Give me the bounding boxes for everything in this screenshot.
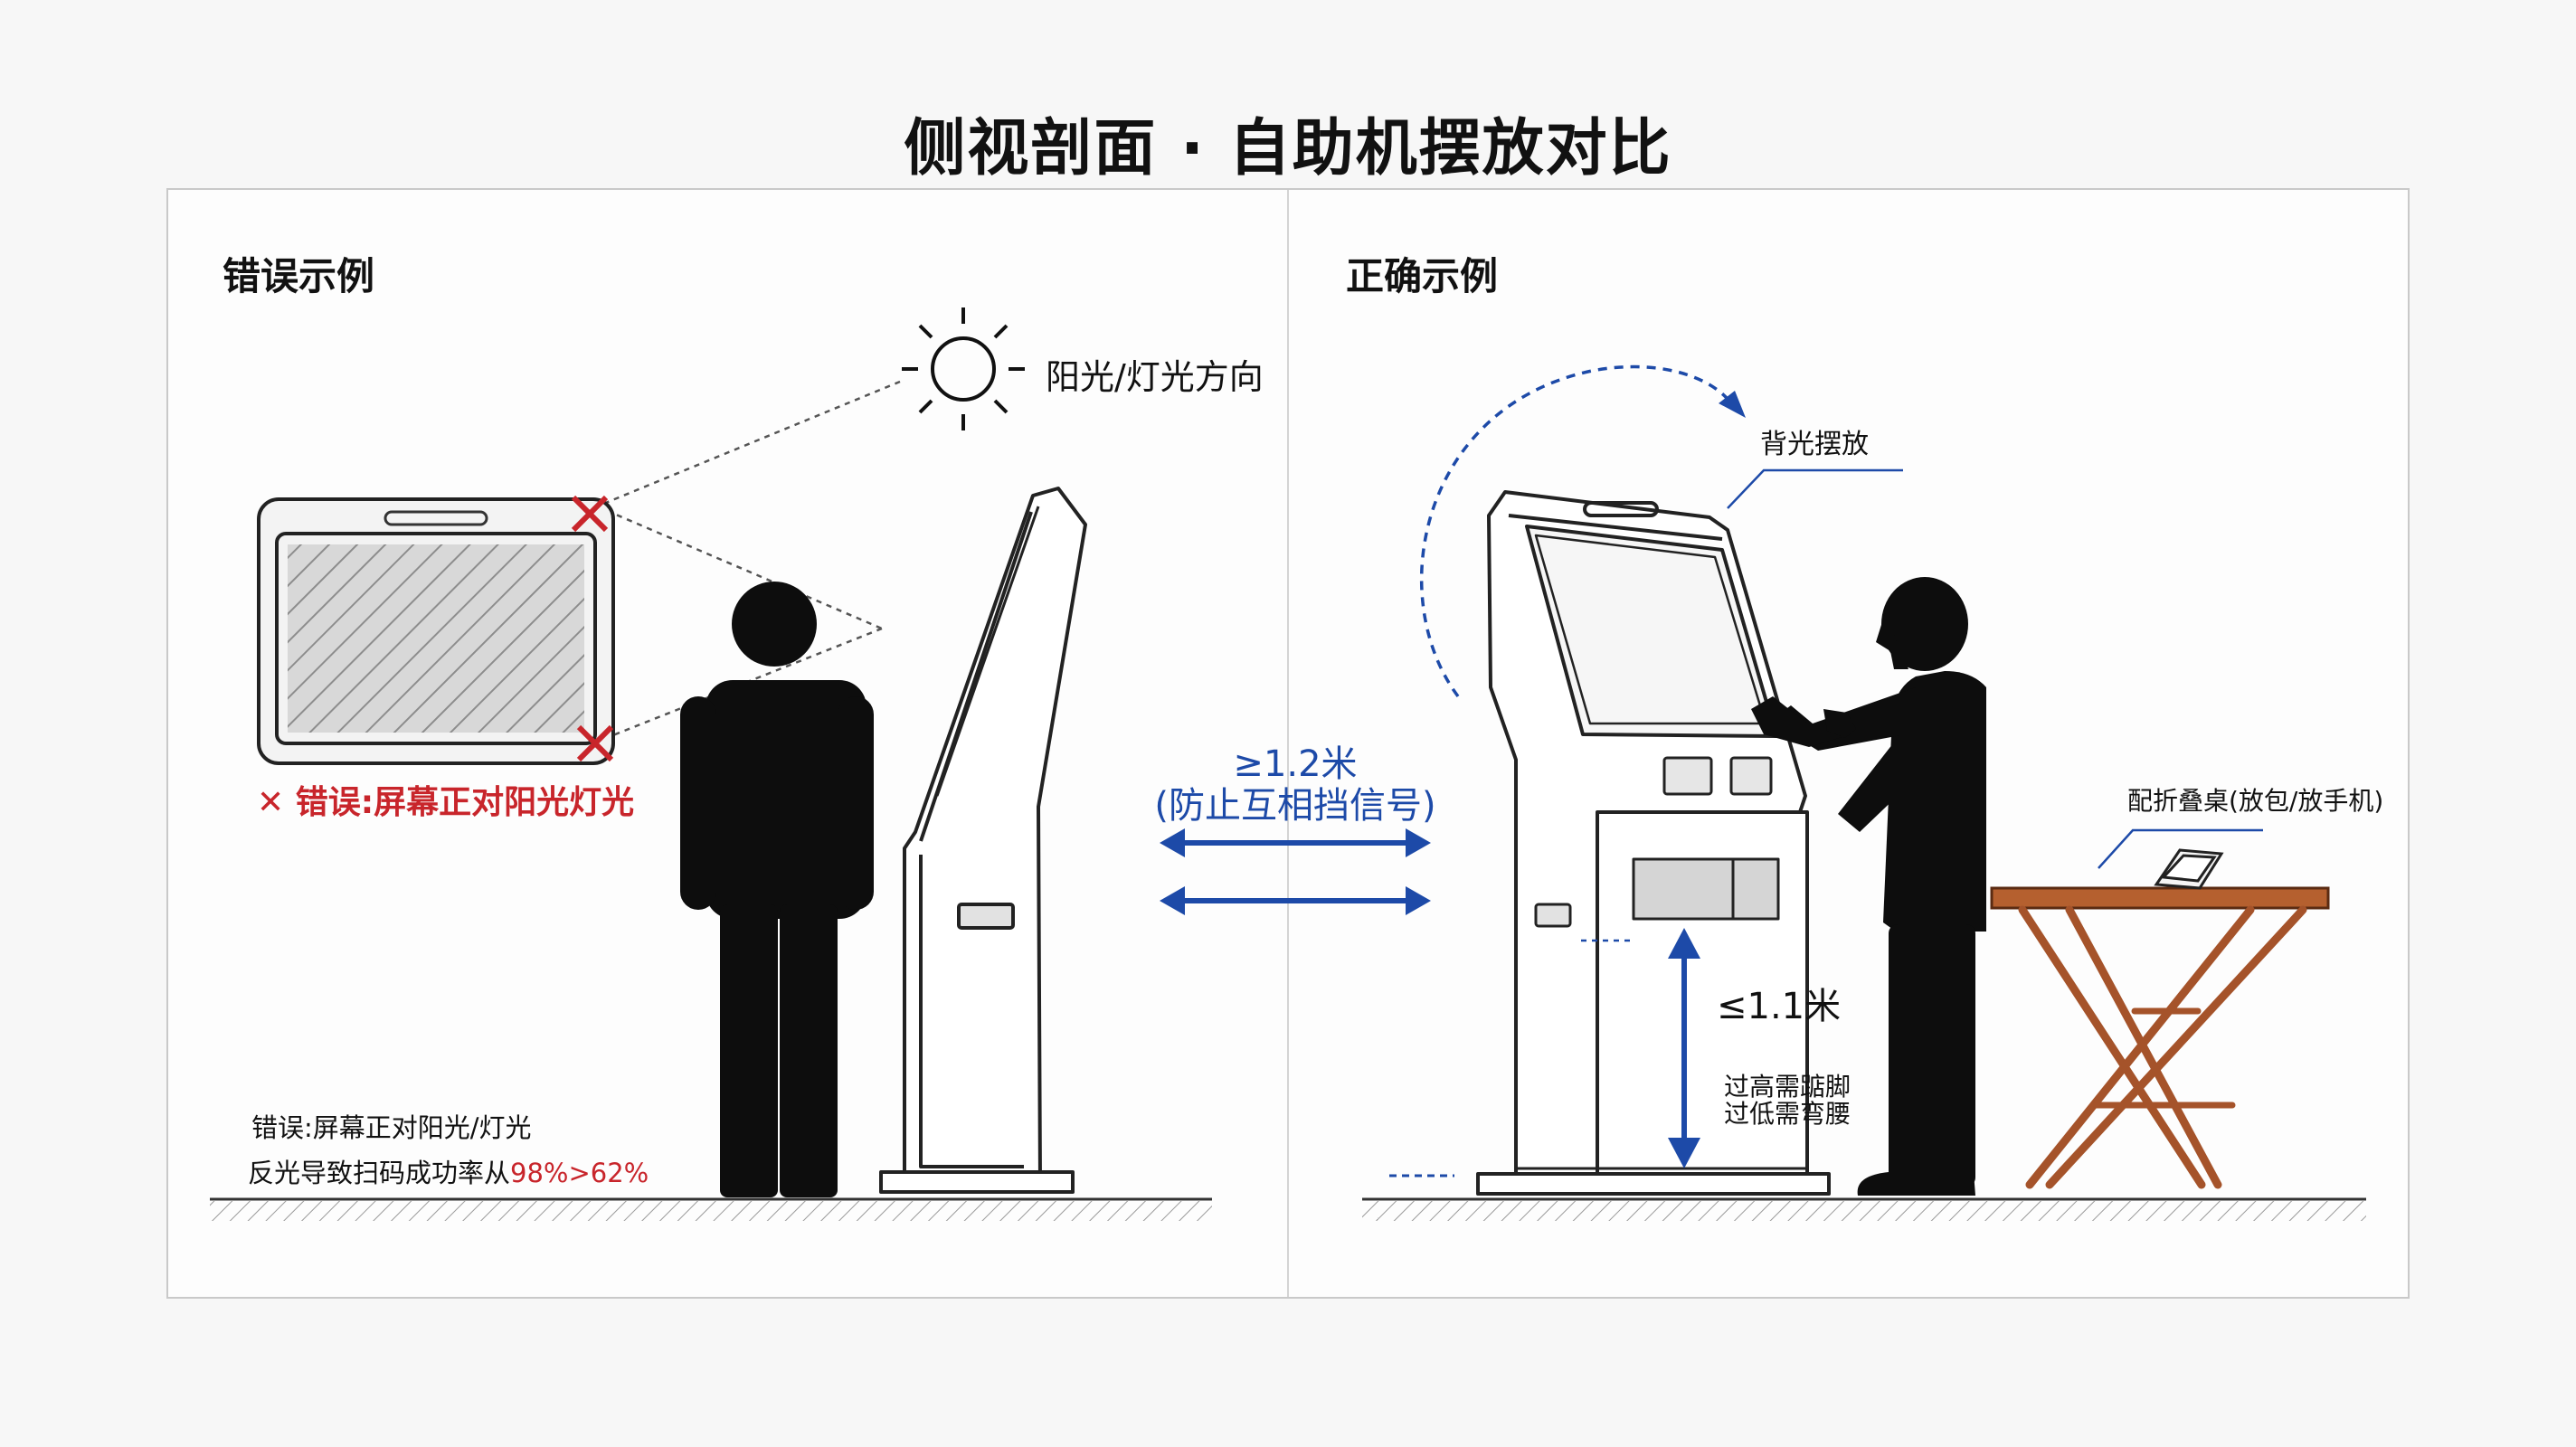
- height-label: ≤1.1米: [1717, 986, 1842, 1027]
- ground-left: [210, 1197, 1212, 1221]
- distance-note: (防止互相挡信号): [1154, 785, 1436, 827]
- kiosk-right: [1476, 490, 1831, 1196]
- person-silhouette: [680, 582, 874, 1197]
- folding-table: [1990, 886, 2330, 1189]
- glare-screen-zoom: [257, 497, 615, 765]
- error-caption: ✕ 错误:屏幕正对阳光灯光: [257, 776, 634, 823]
- note-line-2: 反光导致扫码成功率从98%>62%: [248, 1152, 649, 1190]
- distance-label: ≥1.2米: [1233, 743, 1358, 785]
- note-line-2-text: 反光导致扫码成功率从: [248, 1158, 511, 1188]
- folding-table-label: 配折叠桌(放包/放手机): [2127, 786, 2384, 816]
- phone-icon: [2154, 848, 2224, 890]
- error-x-glyph: ✕: [257, 784, 285, 821]
- sun-icon: [902, 307, 1025, 430]
- height-note-1: 过高需踮脚: [1724, 1072, 1852, 1102]
- table-leader-line: [2098, 828, 2263, 869]
- distance-arrows: [1160, 828, 1431, 915]
- sun-direction-label: 阳光/灯光方向: [1046, 357, 1264, 397]
- correct-example-heading: 正确示例: [1346, 254, 1499, 298]
- operator-silhouette: [1751, 577, 1986, 1196]
- error-caption-text: 错误:屏幕正对阳光灯光: [295, 784, 635, 821]
- error-x-icon: [576, 724, 614, 762]
- note-line-1: 错误:屏幕正对阳光/灯光: [251, 1112, 532, 1143]
- backlight-arrow: [1419, 364, 1903, 698]
- success-rate-value: 98%>62%: [510, 1158, 649, 1188]
- ground-right: [1362, 1174, 2366, 1221]
- height-note-2: 过低需弯腰: [1724, 1099, 1852, 1129]
- height-dimension: [1581, 928, 1700, 1168]
- panel-divider: [1287, 190, 1289, 1297]
- error-x-icon: [571, 495, 609, 533]
- backlight-label: 背光摆放: [1760, 429, 1869, 460]
- wrong-example-heading: 错误示例: [223, 254, 375, 298]
- kiosk-left: [879, 487, 1087, 1194]
- page-title: 侧视剖面 · 自助机摆放对比: [904, 113, 1672, 184]
